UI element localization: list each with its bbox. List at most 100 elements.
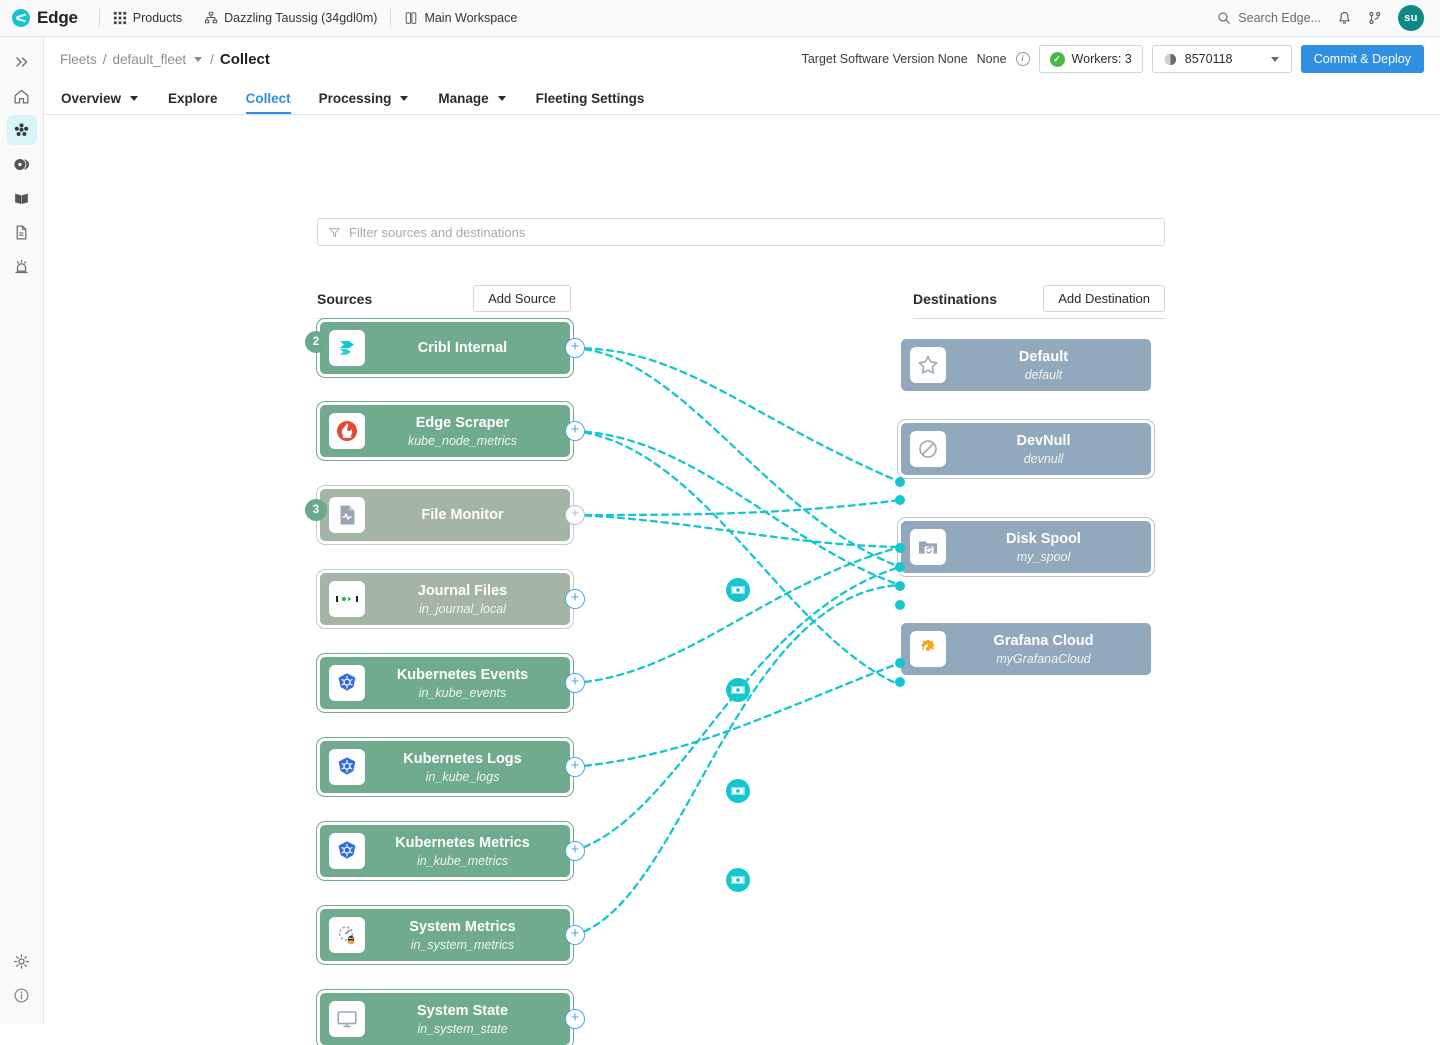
destination-card-grafana-cloud[interactable]: Grafana Cloud myGrafanaCloud: [901, 623, 1151, 675]
tab-explore[interactable]: Explore: [168, 82, 218, 114]
version-chevron-down-icon[interactable]: [1270, 56, 1279, 62]
add-source-button[interactable]: Add Source: [473, 285, 571, 312]
destination-input-dot[interactable]: [895, 658, 905, 668]
tab-processing[interactable]: Processing: [319, 82, 411, 114]
source-card-file-monitor[interactable]: File Monitor: [316, 485, 574, 545]
destination-subtitle: default: [1024, 368, 1063, 382]
kubernetes-icon: [329, 749, 365, 785]
sidebar-item-documents[interactable]: [7, 217, 37, 247]
org-label: Dazzling Taussig (34gdl0m): [224, 11, 378, 25]
source-add-connection-button[interactable]: +: [565, 925, 585, 945]
tab-overview-chevron-down-icon: [130, 95, 139, 101]
version-selector[interactable]: 8570118: [1151, 45, 1292, 73]
add-destination-button[interactable]: Add Destination: [1043, 285, 1165, 312]
sidebar-item-lakes[interactable]: [7, 183, 37, 213]
source-label: File Monitor: [365, 506, 570, 524]
gauge-linux-icon: [329, 917, 365, 953]
left-rail: [0, 37, 44, 1024]
destination-input-dot[interactable]: [895, 677, 905, 687]
commit-deploy-button[interactable]: Commit & Deploy: [1300, 45, 1424, 73]
source-add-connection-button[interactable]: +: [565, 1009, 585, 1029]
source-card-kubernetes-logs[interactable]: Kubernetes Logs in_kube_logs: [316, 737, 574, 797]
source-title: Kubernetes Metrics: [395, 834, 530, 851]
source-add-connection-button[interactable]: +: [565, 505, 585, 525]
rail-expand-button[interactable]: [7, 47, 37, 77]
route-badge[interactable]: [726, 779, 750, 803]
workers-status[interactable]: ✓ Workers: 3: [1038, 45, 1143, 73]
source-add-connection-button[interactable]: +: [565, 841, 585, 861]
tab-manage[interactable]: Manage: [438, 82, 507, 114]
star-icon: [910, 347, 946, 383]
source-card-kubernetes-metrics[interactable]: Kubernetes Metrics in_kube_metrics: [316, 821, 574, 881]
target-version-value[interactable]: None: [976, 52, 1007, 66]
breadcrumb-chevron-down-icon[interactable]: [194, 57, 203, 62]
tab-fleeting-settings[interactable]: Fleeting Settings: [536, 82, 645, 114]
org-selector[interactable]: Dazzling Taussig (34gdl0m): [202, 0, 379, 37]
workspace-label: Main Workspace: [424, 11, 518, 25]
tab-processing-label: Processing: [318, 90, 392, 106]
route-badge[interactable]: [726, 578, 750, 602]
info-button[interactable]: [7, 980, 37, 1010]
source-card-edge-scraper[interactable]: Edge Scraper kube_node_metrics: [316, 401, 574, 461]
sidebar-item-data[interactable]: [7, 149, 37, 179]
sidebar-item-fleets[interactable]: [6, 115, 37, 145]
source-add-connection-button[interactable]: +: [565, 421, 585, 441]
route-badge[interactable]: [726, 868, 750, 892]
commit-icon: [1164, 53, 1176, 65]
destinations-title: Destinations: [913, 290, 998, 307]
tab-overview[interactable]: Overview: [61, 82, 140, 114]
source-card-journal-files[interactable]: Journal Files in_journal_local: [316, 569, 574, 629]
source-label: System State in_system_state: [365, 1002, 570, 1037]
route-badge[interactable]: [726, 678, 750, 702]
connection-wires: [572, 346, 902, 937]
source-label: Kubernetes Logs in_kube_logs: [365, 750, 570, 785]
destination-card-disk-spool[interactable]: Disk Spool my_spool: [897, 517, 1155, 577]
sidebar-item-home[interactable]: [7, 81, 37, 111]
grid-icon: [113, 11, 126, 25]
source-label: Kubernetes Events in_kube_events: [365, 666, 570, 701]
destination-label: Disk Spool my_spool: [946, 530, 1151, 565]
grafana-icon: [910, 631, 946, 667]
brand[interactable]: Edge: [12, 8, 88, 28]
destination-card-devnull[interactable]: DevNull devnull: [897, 419, 1155, 479]
source-card-system-state[interactable]: System State in_system_state: [316, 989, 574, 1045]
source-add-connection-button[interactable]: +: [565, 589, 585, 609]
sidebar-item-alerts[interactable]: [7, 251, 37, 281]
global-search[interactable]: Search Edge...: [1217, 11, 1321, 25]
tab-manage-label: Manage: [438, 90, 489, 106]
destination-input-dot[interactable]: [895, 543, 905, 553]
filter-placeholder: Filter sources and destinations: [349, 224, 526, 240]
source-label: Kubernetes Metrics in_kube_metrics: [365, 834, 570, 869]
tab-explore-label: Explore: [168, 90, 218, 106]
avatar[interactable]: su: [1398, 5, 1424, 31]
source-card-kubernetes-events[interactable]: Kubernetes Events in_kube_events: [316, 653, 574, 713]
destination-input-dot[interactable]: [895, 562, 905, 572]
destination-card-default[interactable]: Default default: [901, 339, 1151, 391]
tab-collect-label: Collect: [245, 90, 291, 106]
target-version-info-icon[interactable]: i: [1015, 52, 1030, 66]
source-card-cribl-internal[interactable]: Cribl Internal: [316, 318, 574, 378]
check-icon: ✓: [1049, 51, 1065, 67]
home-icon: [14, 89, 29, 104]
workspace-selector[interactable]: Main Workspace: [402, 0, 519, 37]
tab-collect[interactable]: Collect: [246, 82, 291, 114]
settings-button[interactable]: [7, 946, 37, 976]
breadcrumb-default-fleet[interactable]: default_fleet: [112, 52, 187, 67]
destination-input-dot[interactable]: [895, 581, 905, 591]
breadcrumb-fleets[interactable]: Fleets: [60, 52, 97, 67]
source-add-connection-button[interactable]: +: [565, 757, 585, 777]
bell-icon[interactable]: [1337, 10, 1352, 26]
prometheus-icon: [329, 413, 365, 449]
destination-input-dot[interactable]: [895, 477, 905, 487]
filter-input[interactable]: Filter sources and destinations: [317, 218, 1165, 246]
products-menu[interactable]: Products: [111, 0, 184, 37]
destination-label: DevNull devnull: [946, 432, 1151, 467]
source-title: System State: [416, 1002, 509, 1019]
destination-subtitle: myGrafanaCloud: [996, 652, 1091, 666]
source-add-connection-button[interactable]: +: [565, 338, 585, 358]
destination-input-dot[interactable]: [895, 600, 905, 610]
source-card-system-metrics[interactable]: System Metrics in_system_metrics: [316, 905, 574, 965]
source-add-connection-button[interactable]: +: [565, 673, 585, 693]
destination-input-dot[interactable]: [895, 495, 905, 505]
git-branch-icon[interactable]: [1368, 10, 1382, 26]
